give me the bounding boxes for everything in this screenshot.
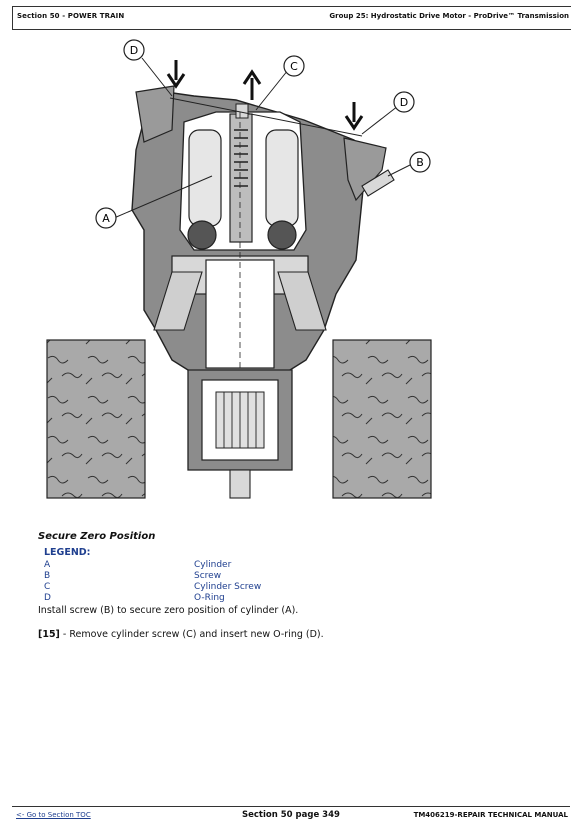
leader-d-right bbox=[361, 105, 399, 135]
callout-d-left-label: D bbox=[130, 44, 138, 57]
legend-key: D bbox=[44, 593, 51, 603]
callout-a-label: A bbox=[102, 212, 110, 225]
legend-value: Screw bbox=[194, 571, 222, 581]
left-piston bbox=[188, 129, 222, 227]
motor-cross-section-drawing: A B C D D bbox=[46, 39, 432, 500]
up-arrow-center-icon bbox=[242, 69, 262, 100]
right-piston-ball bbox=[267, 220, 297, 250]
legend-value: Cylinder bbox=[194, 560, 232, 570]
left-flange bbox=[135, 85, 175, 143]
callout-c-label: C bbox=[290, 60, 298, 73]
left-support-block bbox=[46, 339, 146, 499]
page-number: Section 50 page 349 bbox=[242, 810, 340, 820]
leader-d-left bbox=[141, 57, 173, 97]
legend-key: B bbox=[44, 571, 51, 581]
spring-coils bbox=[234, 129, 248, 187]
figure-caption: Secure Zero Position bbox=[38, 531, 156, 542]
callout-b-label: B bbox=[416, 156, 424, 169]
legend-item: B Screw bbox=[44, 571, 344, 582]
legend-item: A Cylinder bbox=[44, 560, 344, 571]
leader-c bbox=[255, 69, 289, 111]
down-arrow-right-icon bbox=[344, 102, 364, 131]
flange-reference-line bbox=[169, 97, 363, 137]
callout-c: C bbox=[283, 55, 305, 77]
legend-value: Cylinder Screw bbox=[194, 582, 262, 592]
header-section: Section 50 - POWER TRAIN bbox=[17, 12, 125, 20]
legend-key: A bbox=[44, 560, 51, 570]
legend-value: O-Ring bbox=[194, 593, 225, 603]
page-header: Section 50 - POWER TRAIN Group 25: Hydro… bbox=[12, 6, 571, 30]
left-bearing bbox=[153, 271, 203, 331]
page-footer: <- Go to Section TOC Section 50 page 349… bbox=[12, 806, 570, 825]
legend-list: A Cylinder B Screw C Cylinder Screw D O-… bbox=[44, 560, 344, 604]
shaft-bolt bbox=[229, 469, 251, 499]
legend-item: C Cylinder Screw bbox=[44, 582, 344, 593]
callout-b: B bbox=[409, 151, 431, 173]
leader-b bbox=[387, 163, 413, 177]
header-group: Group 25: Hydrostatic Drive Motor - ProD… bbox=[329, 12, 569, 20]
step-number: [15] bbox=[38, 629, 60, 640]
leader-a bbox=[113, 175, 213, 219]
procedure-step: [15] - Remove cylinder screw (C) and ins… bbox=[38, 629, 324, 640]
legend-item: D O-Ring bbox=[44, 593, 344, 604]
manual-id: TM406219-REPAIR TECHNICAL MANUAL bbox=[413, 811, 568, 819]
legend-title: LEGEND: bbox=[44, 547, 91, 558]
right-bearing bbox=[277, 271, 327, 331]
callout-d-left: D bbox=[123, 39, 145, 61]
instruction-text: Install screw (B) to secure zero positio… bbox=[38, 605, 299, 616]
left-piston-ball bbox=[187, 220, 217, 250]
callout-d-right-label: D bbox=[400, 96, 408, 109]
screw-b bbox=[361, 169, 395, 197]
right-support-block bbox=[332, 339, 432, 499]
motor-illustration: A B C D D bbox=[44, 30, 436, 508]
section-toc-link[interactable]: <- Go to Section TOC bbox=[16, 811, 91, 819]
down-arrow-left-icon bbox=[166, 60, 186, 89]
step-text: - Remove cylinder screw (C) and insert n… bbox=[59, 629, 324, 640]
legend-key: C bbox=[44, 582, 51, 592]
right-piston bbox=[265, 129, 299, 227]
callout-a: A bbox=[95, 207, 117, 229]
callout-d-right: D bbox=[393, 91, 415, 113]
spline-teeth bbox=[223, 392, 257, 448]
